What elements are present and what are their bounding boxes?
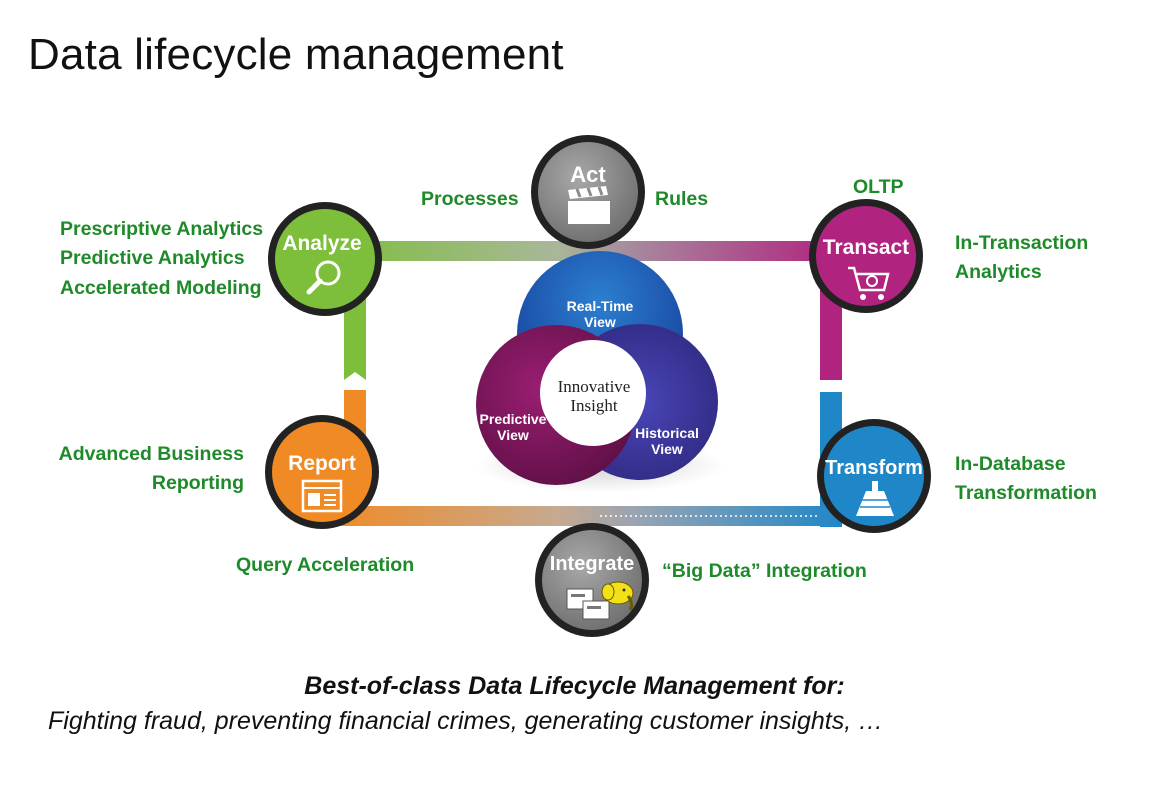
venn-left-line2: View: [497, 427, 529, 443]
transformation-label: Transformation: [955, 482, 1097, 504]
venn-top-line2: View: [584, 314, 616, 330]
analyze-node-title: Analyze: [282, 232, 361, 255]
transform-node-title: Transform: [825, 457, 923, 479]
venn-center-line1: Innovative: [558, 377, 631, 396]
transform-node-disc: [824, 426, 924, 526]
transact-node: Transact: [809, 199, 923, 313]
transform-node: Transform: [817, 419, 931, 533]
clapperboard-icon: [568, 186, 610, 224]
report-node-disc: [272, 422, 372, 522]
shopping-cart-icon: [848, 266, 890, 300]
report-window-icon: [301, 479, 343, 513]
prescriptive-analytics-label: Prescriptive Analytics: [60, 218, 264, 240]
rules-label: Rules: [655, 188, 709, 210]
report-node: Report: [265, 415, 379, 529]
integrate-node-title: Integrate: [550, 553, 634, 575]
venn-center-line2: Insight: [570, 396, 618, 415]
venn-right-line2: View: [651, 441, 683, 457]
elephant-folders-icon: [566, 581, 634, 620]
act-node: Act: [531, 135, 645, 249]
funnel-brush-icon: [856, 481, 894, 516]
analyze-node: Analyze: [268, 202, 382, 316]
processes-label: Processes: [421, 188, 519, 210]
page-title: Data lifecycle management: [28, 30, 564, 79]
accelerated-modeling-label: Accelerated Modeling: [60, 277, 262, 299]
transact-node-title: Transact: [823, 236, 909, 259]
transact-node-disc: [816, 206, 916, 306]
insight-venn: Real-Time View Predictive View Historica…: [475, 251, 725, 493]
venn-center-circle: [540, 340, 646, 446]
analytics-label: Analytics: [955, 261, 1042, 283]
act-node-title: Act: [570, 162, 606, 187]
venn-left-line1: Predictive: [480, 411, 547, 427]
in-database-label: In-Database: [955, 453, 1066, 475]
frame-top-bar: [322, 241, 842, 261]
venn-right-line1: Historical: [635, 425, 699, 441]
in-transaction-label: In-Transaction: [955, 232, 1089, 254]
integrate-node: Integrate: [535, 523, 649, 637]
venn-top-line1: Real-Time: [567, 298, 634, 314]
magnifier-icon: [306, 260, 341, 295]
advanced-business-label: Advanced Business: [58, 443, 244, 465]
reporting-label: Reporting: [151, 472, 244, 494]
footer-heading: Best-of-class Data Lifecycle Management …: [304, 672, 845, 700]
oltp-label: OLTP: [853, 176, 904, 198]
big-data-integration-label: “Big Data” Integration: [662, 560, 867, 582]
report-node-title: Report: [288, 452, 356, 475]
analyze-node-disc: [275, 209, 375, 309]
predictive-analytics-label: Predictive Analytics: [60, 247, 245, 269]
frame-left-notch: [344, 372, 366, 392]
frame-bottom-bar: [322, 506, 842, 526]
footer-subline: Fighting fraud, preventing financial cri…: [48, 707, 884, 735]
query-acceleration-label: Query Acceleration: [236, 554, 415, 576]
